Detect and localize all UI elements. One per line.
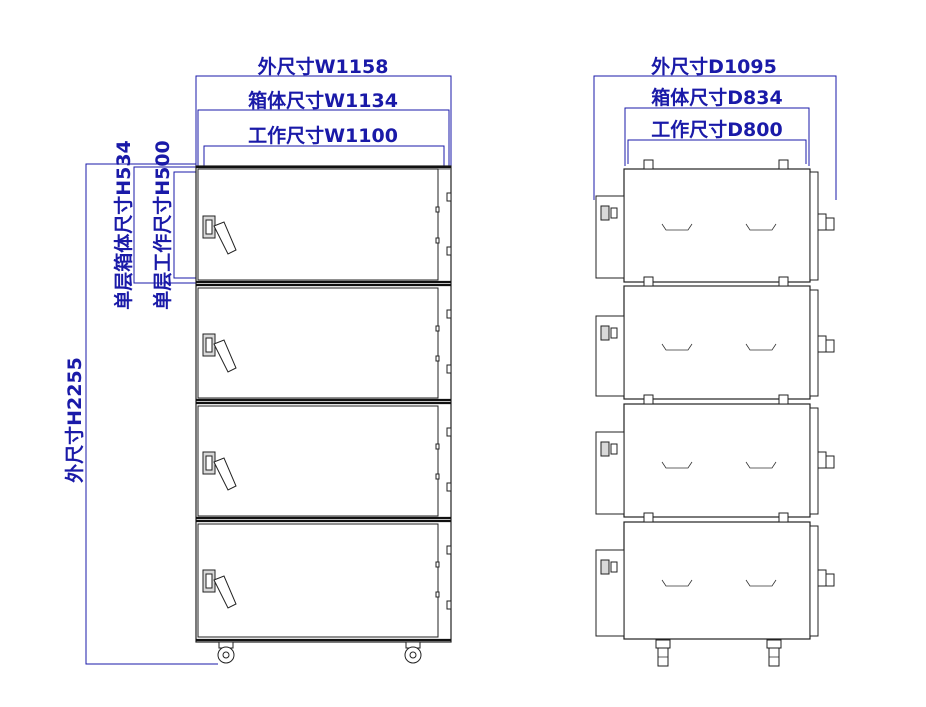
overall-width-label: 外尺寸W1158: [258, 55, 389, 78]
overall-height-label: 外尺寸H2255: [63, 357, 86, 483]
door-handle-icon: [202, 215, 237, 255]
caster-wheel-icon: [655, 639, 671, 667]
door-handle-icon: [202, 451, 237, 491]
caster-wheel-icon: [217, 641, 235, 664]
door-handle-icon: [202, 569, 237, 609]
front-chamber-4: [196, 519, 452, 642]
single-work-height-label: 单层工作尺寸H500: [151, 140, 174, 310]
side-cabinet-stack: [595, 159, 835, 667]
front-chamber-2: [196, 283, 452, 402]
single-box-height-label: 单层箱体尺寸H534: [112, 140, 135, 310]
side-chamber-3: [595, 394, 835, 518]
front-cabinet-stack: [195, 165, 452, 664]
front-height-dimensions: 外尺寸H2255 单层箱体尺寸H534 单层工作尺寸H500: [63, 140, 218, 665]
side-depth-dimensions: 外尺寸D1095 箱体尺寸D834 工作尺寸D800: [593, 55, 837, 200]
side-chamber-4: [595, 512, 835, 640]
caster-wheel-icon: [766, 639, 782, 667]
front-view: 外尺寸W1158 箱体尺寸W1134 工作尺寸W1100 外尺寸H2255 单层…: [63, 55, 452, 665]
box-depth-label: 箱体尺寸D834: [651, 86, 782, 109]
door-handle-icon: [202, 333, 237, 373]
work-width-label: 工作尺寸W1100: [248, 124, 398, 147]
work-depth-label: 工作尺寸D800: [651, 118, 782, 141]
overall-depth-label: 外尺寸D1095: [651, 55, 777, 78]
caster-wheel-icon: [404, 641, 422, 664]
front-chamber-1: [196, 165, 452, 284]
box-width-label: 箱体尺寸W1134: [248, 89, 398, 112]
side-view: 外尺寸D1095 箱体尺寸D834 工作尺寸D800: [593, 55, 837, 667]
front-chamber-3: [196, 401, 452, 520]
side-chamber-1: [595, 159, 835, 283]
front-width-dimensions: 外尺寸W1158 箱体尺寸W1134 工作尺寸W1100: [195, 55, 452, 172]
side-chamber-2: [595, 276, 835, 400]
